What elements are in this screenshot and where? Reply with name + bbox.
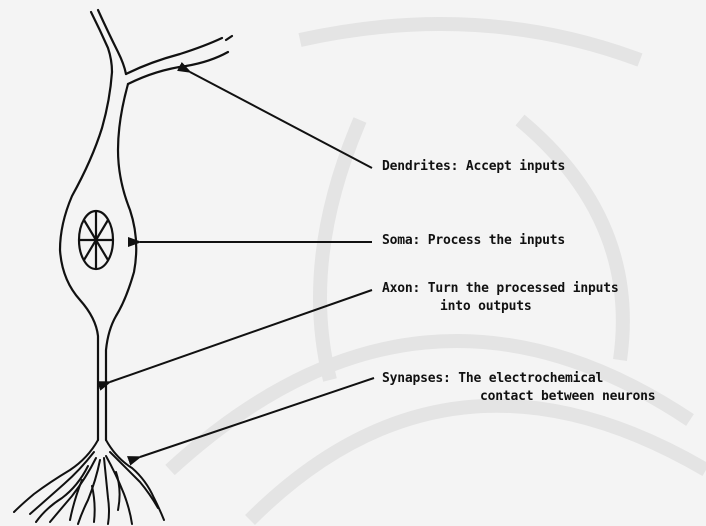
- label-synapses-desc: The electrochemical: [458, 371, 603, 386]
- label-soma: Soma: Process the inputs: [382, 232, 565, 250]
- label-axon-desc2: into outputs: [440, 299, 532, 314]
- label-dendrites-desc: Accept inputs: [466, 159, 565, 174]
- label-synapses-term: Synapses:: [382, 371, 451, 386]
- label-axon: Axon: Turn the processed inputs: [382, 280, 618, 298]
- label-synapses-desc2: contact between neurons: [480, 389, 655, 404]
- label-soma-desc: Process the inputs: [428, 233, 565, 248]
- pointer-arrows: [110, 72, 374, 457]
- label-dendrites-term: Dendrites:: [382, 159, 458, 174]
- arrow-dendrites: [190, 72, 372, 168]
- watermark-seal: [170, 24, 706, 520]
- label-soma-term: Soma:: [382, 233, 420, 248]
- label-axon-desc: Turn the processed inputs: [428, 281, 619, 296]
- label-synapses-continuation: contact between neurons: [480, 388, 655, 406]
- neuron-outline: [60, 10, 232, 440]
- label-dendrites: Dendrites: Accept inputs: [382, 158, 565, 176]
- label-synapses: Synapses: The electrochemical: [382, 370, 603, 388]
- label-axon-continuation: into outputs: [440, 298, 532, 316]
- axon-terminals: [14, 440, 164, 524]
- label-axon-term: Axon:: [382, 281, 420, 296]
